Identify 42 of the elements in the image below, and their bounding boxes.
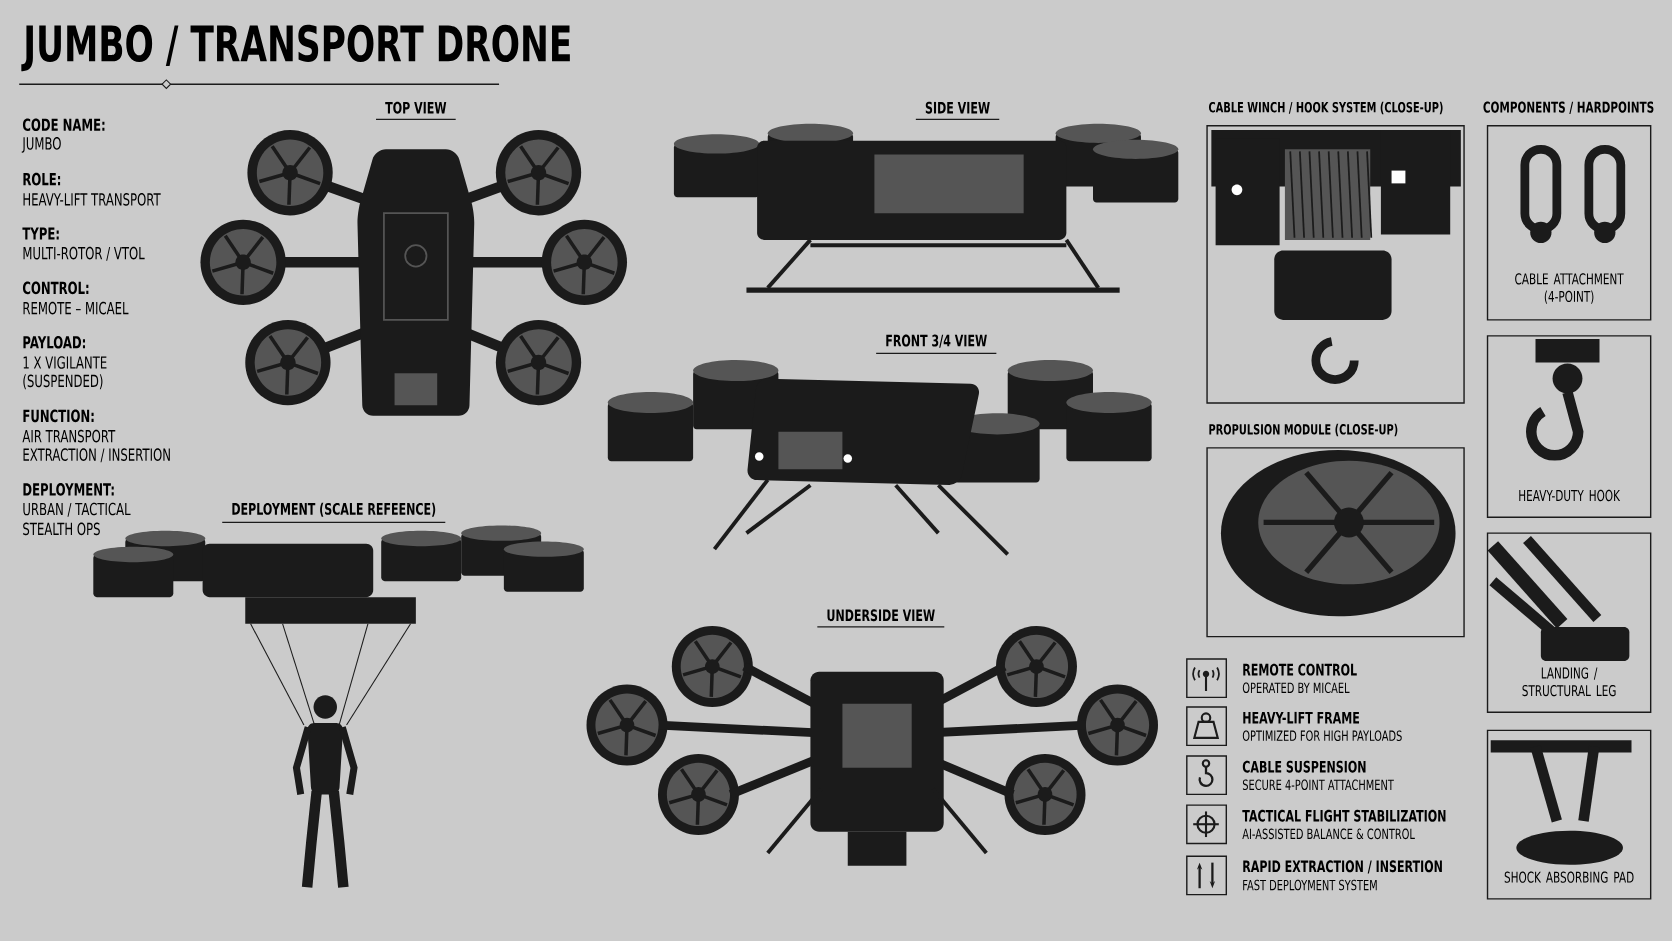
feature-title: CABLE SUSPENSION: [1242, 760, 1366, 773]
spec-value: AIR TRANSPORT: [22, 429, 116, 443]
node-label: PROPULSION MODULE (CLOSE-UP): [1209, 423, 1398, 437]
close-up-panel: CABLE WINCH / HOOK SYSTEM (CLOSE-UP): [1206, 101, 1465, 404]
feature-title: REMOTE CONTROL: [1243, 663, 1357, 676]
spec-value: 1 X VIGILANTE: [23, 356, 107, 369]
spec-heading: DEPLOYMENT:: [23, 483, 114, 496]
feature-description: OPERATED BY MICAEL: [1242, 682, 1350, 694]
component-card: LANDING / STRUCTURAL LEG: [1486, 532, 1652, 713]
spec-value: MULTI-ROTOR / VTOL: [23, 246, 145, 261]
section-heading: COMPONENTS / HARDPOINTS: [1483, 101, 1654, 114]
component-card: CABLE ATTACHMENT (4-POINT): [1486, 125, 1652, 321]
spec-value: HEAVY-LIFT TRANSPORT: [23, 193, 161, 206]
spec-value: REMOTE – MICAEL: [23, 301, 129, 315]
feature-description: FAST DEPLOYMENT SYSTEM: [1243, 879, 1377, 891]
diagram-title: JUMBO / TRANSPORT DRONE: [21, 24, 570, 72]
feature-description: OPTIMIZED FOR HIGH PAYLOADS: [1242, 730, 1402, 742]
node-label: CABLE WINCH / HOOK SYSTEM (CLOSE-UP): [1208, 101, 1443, 115]
spec-value: URBAN / TACTICAL: [23, 502, 131, 517]
view-title: DEPLOYMENT (SCALE REFEENCE): [221, 502, 446, 523]
view-title: TOP VIEW: [375, 101, 457, 120]
spec-heading: PAYLOAD:: [23, 335, 85, 349]
view-title: UNDERSIDE VIEW: [816, 609, 945, 628]
spec-heading: TYPE:: [22, 227, 59, 240]
spec-heading: CODE NAME:: [22, 118, 105, 132]
feature-description: AI-ASSISTED BALANCE & CONTROL: [1242, 828, 1415, 840]
spec-heading: ROLE:: [23, 172, 61, 186]
close-up-panel: PROPULSION MODULE (CLOSE-UP): [1206, 423, 1465, 638]
spec-value: EXTRACTION / INSERTION: [23, 448, 170, 463]
spec-value: STEALTH OPS: [23, 522, 100, 536]
feature-title: TACTICAL FLIGHT STABILIZATION: [1242, 809, 1446, 822]
spec-heading: CONTROL:: [22, 281, 89, 295]
spec-heading: FUNCTION:: [23, 409, 94, 423]
component-card: HEAVY-DUTY HOOK: [1486, 335, 1652, 518]
spec-value: (SUSPENDED): [23, 374, 103, 390]
feature-title: RAPID EXTRACTION / INSERTION: [1243, 860, 1442, 874]
view-title: SIDE VIEW: [915, 101, 1000, 120]
feature-title: HEAVY-LIFT FRAME: [1243, 711, 1359, 724]
feature-description: SECURE 4-POINT ATTACHMENT: [1242, 779, 1394, 791]
component-card: SHOCK ABSORBING PAD: [1486, 729, 1652, 900]
spec-value: JUMBO: [21, 137, 61, 153]
view-title: FRONT 3/4 VIEW: [875, 334, 997, 355]
